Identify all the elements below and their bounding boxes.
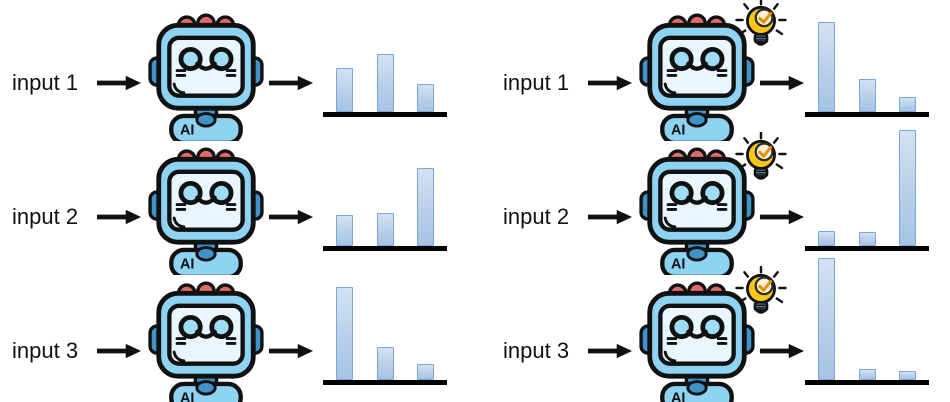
bars xyxy=(323,287,447,380)
bars xyxy=(805,258,929,380)
probability-bar xyxy=(417,168,434,246)
ai-robot-icon xyxy=(148,6,264,141)
chart-baseline xyxy=(323,112,447,117)
right-arrow-icon xyxy=(587,342,633,360)
chart-baseline xyxy=(323,246,447,251)
right-arrow-icon xyxy=(759,74,805,92)
probability-bar xyxy=(417,84,434,112)
panel-without-insight: input 1 input 2 input 3 xyxy=(0,0,475,402)
input-label: input 3 xyxy=(503,338,570,363)
right-arrow-icon xyxy=(268,342,314,360)
probability-bar xyxy=(336,215,353,246)
probability-bar xyxy=(858,369,876,380)
input-label: input 2 xyxy=(12,204,79,229)
bars xyxy=(323,168,447,246)
ai-robot-icon xyxy=(148,140,264,275)
probability-bar xyxy=(336,287,353,380)
chart-baseline xyxy=(805,246,929,251)
probability-bar xyxy=(899,371,916,380)
row-input-2-left: input 2 xyxy=(0,134,475,268)
chart-baseline xyxy=(805,112,929,117)
row-input-3-right: input 3 xyxy=(475,258,950,402)
probability-bar-chart xyxy=(323,268,447,402)
probability-bar-chart xyxy=(323,0,447,134)
probability-bar xyxy=(858,232,876,246)
right-arrow-icon xyxy=(96,208,142,226)
ai-robot xyxy=(639,6,755,141)
right-arrow-icon xyxy=(587,74,633,92)
right-arrow-icon xyxy=(268,74,314,92)
probability-bar xyxy=(818,22,835,112)
ai-robot xyxy=(148,140,264,275)
ai-robot xyxy=(639,274,755,402)
input-label: input 3 xyxy=(12,338,79,363)
input-label: input 1 xyxy=(12,70,79,95)
input-label: input 2 xyxy=(503,204,570,229)
right-arrow-icon xyxy=(96,342,142,360)
bars xyxy=(805,22,929,112)
row-input-1-right: input 1 xyxy=(475,0,950,134)
row-input-2-right: input 2 xyxy=(475,130,950,268)
probability-bar xyxy=(336,68,353,112)
probability-bar-chart xyxy=(805,258,929,402)
row-input-1-left: input 1 xyxy=(0,0,475,134)
ai-robot xyxy=(639,140,755,275)
right-arrow-icon xyxy=(759,208,805,226)
row-input-3-left: input 3 xyxy=(0,268,475,402)
bars xyxy=(805,130,929,246)
lightbulb-check-icon xyxy=(733,266,789,324)
probability-bar xyxy=(818,258,835,380)
panel-with-insight: input 1 input 2 xyxy=(475,0,950,402)
right-arrow-icon xyxy=(268,208,314,226)
probability-bar xyxy=(858,79,876,112)
ai-robot-icon xyxy=(148,274,264,402)
lightbulb-check-icon xyxy=(733,0,789,56)
probability-bar-chart xyxy=(323,134,447,268)
probability-bar xyxy=(376,347,394,380)
right-arrow-icon xyxy=(587,208,633,226)
probability-bar xyxy=(899,97,916,112)
probability-bar xyxy=(376,213,394,246)
probability-bar-chart xyxy=(805,130,929,268)
probability-bar xyxy=(376,54,394,112)
probability-bar-chart xyxy=(805,0,929,134)
probability-bar xyxy=(417,364,434,380)
lightbulb-check-icon xyxy=(733,132,789,190)
bars xyxy=(323,54,447,112)
chart-baseline xyxy=(805,380,929,385)
ai-robot xyxy=(148,274,264,402)
ai-robot xyxy=(148,6,264,141)
probability-bar xyxy=(899,130,916,246)
right-arrow-icon xyxy=(759,342,805,360)
chart-baseline xyxy=(323,380,447,385)
probability-bar xyxy=(818,231,835,246)
input-label: input 1 xyxy=(503,70,570,95)
right-arrow-icon xyxy=(96,74,142,92)
